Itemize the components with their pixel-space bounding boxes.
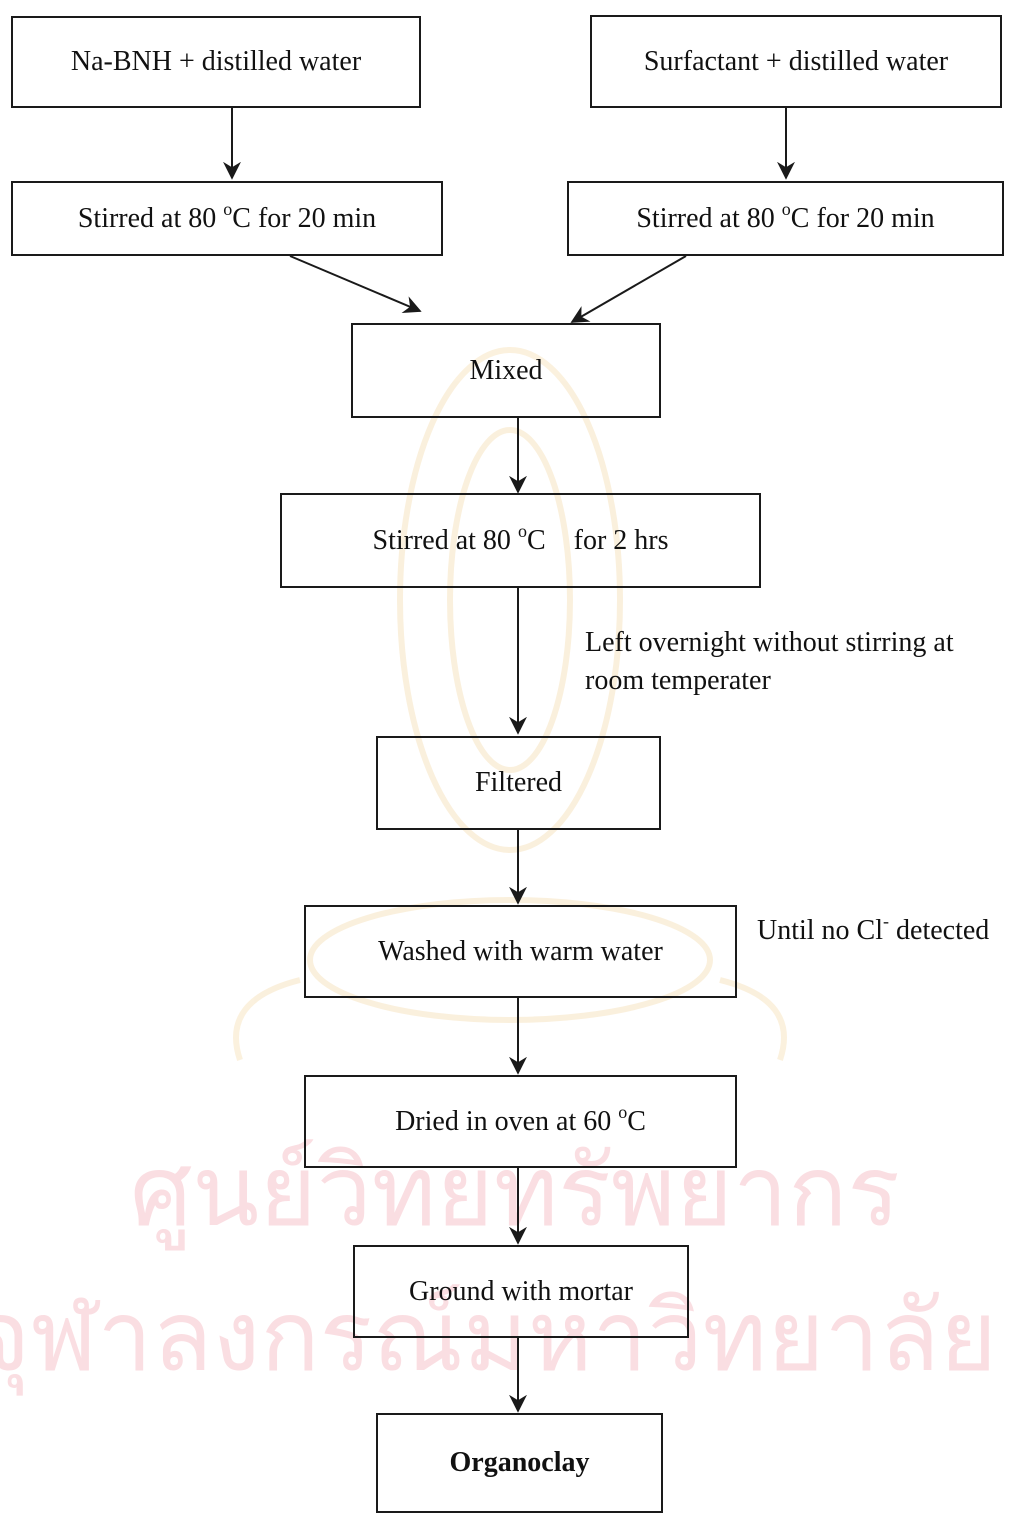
step-label: Stirred at 80 oC for 20 min [636, 198, 935, 234]
step-label: Washed with warm water [378, 935, 663, 967]
step-label: Filtered [474, 767, 563, 798]
arrow-right-stir-to-mixed [570, 255, 687, 323]
step-dried: Dried in oven at 60 oC [304, 1075, 737, 1168]
arrow-left-stir-to-mixed [289, 255, 422, 313]
step-organoclay: Organoclay [376, 1413, 663, 1513]
step-mixed: Mixed [351, 323, 661, 418]
step-label: Stirred at 80 oC for 20 min [77, 198, 377, 234]
step-label: Ground with mortar [409, 1275, 633, 1307]
step-surfactant-water: Surfactant + distilled water [590, 15, 1002, 108]
step-right-stir-20min: Stirred at 80 oC for 20 min [567, 181, 1004, 256]
note-overnight-line-2: room temperater [585, 665, 771, 696]
note-until-no-cl: Until no Cl- detected [757, 911, 990, 946]
step-stir-2hrs: Stirred at 80 oC for 2 hrs [280, 493, 761, 588]
step-label: Surfactant + distilled water [643, 45, 949, 77]
step-label: Dried in oven at 60 oC [395, 1101, 646, 1137]
step-label: Organoclay [449, 1447, 590, 1478]
note-overnight: Left overnight without stirring at room … [585, 624, 954, 700]
step-label: Stirred at 80 oC for 2 hrs [372, 520, 669, 556]
step-ground: Ground with mortar [353, 1245, 689, 1338]
step-label: Mixed [469, 354, 543, 386]
step-label: Na-BNH + distilled water [70, 46, 362, 77]
step-left-stir-20min: Stirred at 80 oC for 20 min [11, 181, 443, 256]
step-washed: Washed with warm water [304, 905, 737, 998]
note-overnight-line-1: Left overnight without stirring at [585, 627, 954, 658]
step-filtered: Filtered [376, 736, 661, 830]
step-na-bnh-water: Na-BNH + distilled water [11, 16, 421, 108]
